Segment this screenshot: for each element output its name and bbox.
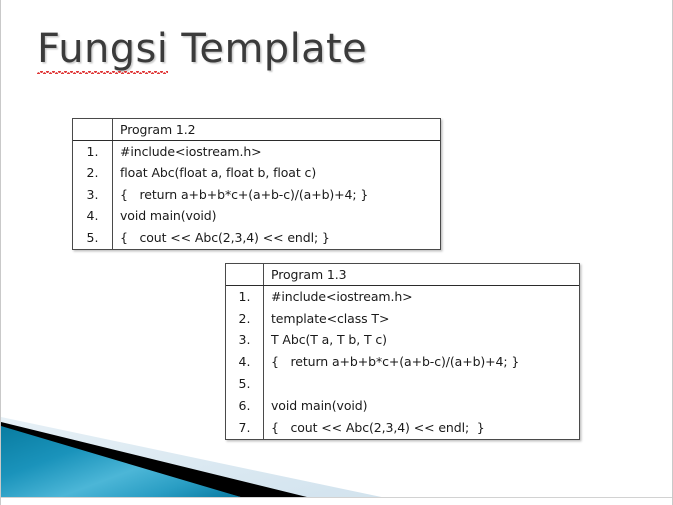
line-number: 4. [226, 351, 264, 374]
header-title-cell: Program 1.2 [120, 121, 196, 137]
code-line [264, 383, 579, 386]
table-row: 4. { return a+b+b*c+(a+b-c)/(a+b)+4; } [226, 351, 579, 374]
page-title-remainder: Template [168, 26, 368, 72]
table-row: 2. float Abc(float a, float b, float c) [73, 162, 440, 184]
code-table-program-13[interactable]: Program 1.3 1. #include<iostream.h> 2. t… [225, 263, 580, 440]
title-placeholder[interactable]: Fungsi Template [37, 26, 597, 90]
header-num-cell [226, 264, 264, 285]
header-num-cell [73, 119, 113, 140]
table-header-row: Program 1.3 [226, 264, 579, 286]
code-line: void main(void) [271, 397, 368, 413]
line-number: 2. [73, 162, 113, 184]
line-number: 2. [226, 307, 264, 330]
page-title: Fungsi Template [37, 26, 597, 74]
line-number: 3. [73, 184, 113, 206]
code-line: #include<iostream.h> [120, 143, 262, 159]
table-row: 7. { cout << Abc(2,3,4) << endl; } [226, 416, 579, 439]
line-number: 7. [226, 416, 264, 439]
table-row: 3. T Abc(T a, T b, T c) [226, 329, 579, 352]
code-line: { return a+b+b*c+(a+b-c)/(a+b)+4; } [120, 186, 369, 202]
page-title-misspelled-word: Fungsi [37, 26, 169, 74]
table-row: 2. template<class T> [226, 307, 579, 330]
line-number: 1. [226, 286, 264, 308]
code-line: float Abc(float a, float b, float c) [120, 165, 317, 181]
code-line: #include<iostream.h> [271, 288, 413, 304]
code-line: { cout << Abc(2,3,4) << endl; } [120, 229, 330, 245]
code-line: { return a+b+b*c+(a+b-c)/(a+b)+4; } [271, 354, 520, 370]
code-table-program-12[interactable]: Program 1.2 1. #include<iostream.h> 2. f… [72, 118, 441, 250]
table-row: 1. #include<iostream.h> [73, 141, 440, 163]
code-line: void main(void) [120, 208, 217, 224]
table-row: 1. #include<iostream.h> [226, 286, 579, 308]
line-number: 5. [226, 373, 264, 395]
code-line: { cout << Abc(2,3,4) << endl; } [271, 419, 485, 435]
header-title-cell: Program 1.3 [271, 266, 347, 282]
code-line: T Abc(T a, T b, T c) [271, 332, 387, 348]
line-number: 4. [73, 205, 113, 227]
banner-teal-wedge [1, 426, 244, 498]
table-row: 4. void main(void) [73, 205, 440, 227]
line-number: 1. [73, 141, 113, 163]
table-row: 3. { return a+b+b*c+(a+b-c)/(a+b)+4; } [73, 184, 440, 206]
table-row: 5. { cout << Abc(2,3,4) << endl; } [73, 227, 440, 249]
slide-bottom-edge [1, 497, 672, 505]
code-line: template<class T> [271, 310, 390, 326]
line-number: 3. [226, 329, 264, 352]
table-row: 6. void main(void) [226, 394, 579, 417]
line-number: 5. [73, 227, 113, 249]
table-header-row: Program 1.2 [73, 119, 440, 141]
line-number: 6. [226, 394, 264, 417]
table-row: 5. [226, 373, 579, 395]
